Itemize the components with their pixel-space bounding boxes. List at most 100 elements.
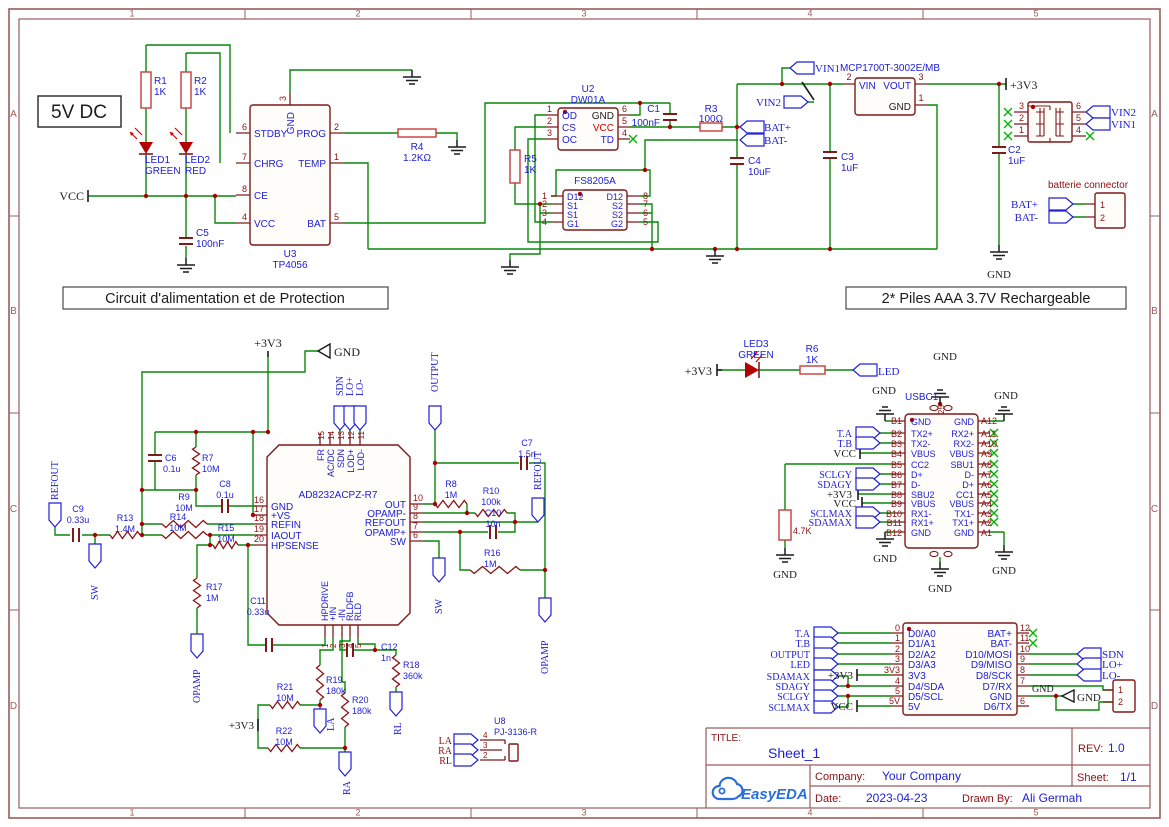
r22-ref[interactable]: R22 [276,726,293,736]
u3-pin-vcc[interactable]: VCC [254,219,275,230]
fs-pin-s2b[interactable]: S2 [612,210,623,220]
c4-ref[interactable]: C4 [748,156,761,167]
mcu-d5[interactable]: D5/SCL [908,692,943,703]
c8-ref[interactable]: C8 [219,479,231,489]
flag-led[interactable] [852,363,878,377]
gnd-mcu-arrow[interactable]: GND [1077,692,1101,704]
led3-symbol[interactable] [745,362,759,378]
r3-ref[interactable]: R3 [705,104,718,115]
u3-pin-temp[interactable]: TEMP [298,159,326,170]
net-sdamax-mcu[interactable]: SDAMAX [767,672,811,683]
wires-ecg[interactable] [54,350,546,752]
gnd-mcu-stub[interactable]: GND [1032,684,1054,695]
mcu-3v3[interactable]: 3V3 [908,671,926,682]
usb-nr6[interactable]: D- [965,470,975,480]
u8-pin4[interactable]: 4 [483,731,488,740]
gnd-arrow-mcu[interactable] [1060,688,1075,704]
u3-pin8[interactable]: 8 [242,184,247,194]
usb-nl9[interactable]: VBUS [911,499,936,509]
u5-pin-sdn[interactable]: SDN [336,449,346,468]
u5-pin19[interactable]: 19 [254,524,264,534]
fs-pin2[interactable]: 2 [542,199,547,209]
usb-pin25[interactable]: 25 [937,405,946,414]
gnd-c2[interactable]: GND [987,269,1011,281]
net-ra-jack[interactable]: RA [438,746,453,757]
c7-value[interactable]: 1.5n [518,449,536,459]
u5-pin-sw[interactable]: SW [390,537,407,548]
u5-pin13[interactable]: 13 [337,430,346,439]
net-3v3-usb[interactable]: +3V3 [827,489,853,501]
u5-pin-hpsense[interactable]: HPSENSE [271,541,319,552]
u2-pin-od[interactable]: OD [562,111,577,122]
u5-pin16[interactable]: 16 [254,495,264,505]
fs-pin-g2[interactable]: G2 [611,219,623,229]
fs-pin1[interactable]: 1 [542,191,547,201]
r2-body[interactable] [180,71,192,109]
sheet-title[interactable]: Sheet_1 [768,745,820,761]
led3-value[interactable]: GREEN [738,350,774,361]
mcu-pn8[interactable]: 8 [1020,665,1025,675]
net-la-jack[interactable]: LA [439,736,453,747]
r8-ref[interactable]: R8 [445,479,457,489]
fs-pin4[interactable]: 4 [542,217,547,227]
u5-pin14[interactable]: 14 [327,430,336,439]
cn1-pin1[interactable]: 1 [1100,200,1105,210]
q-pin3[interactable]: 3 [1019,101,1024,111]
usb-nr5[interactable]: SBU1 [950,460,974,470]
net-vin1-r[interactable]: VIN1 [1111,119,1136,131]
flag-output[interactable] [428,405,442,431]
banner-battery-text[interactable]: 2* Piles AAA 3.7V Rechargeable [882,291,1091,307]
usb-pa6[interactable]: A6 [981,480,992,490]
gnd-symbol[interactable] [990,245,1008,260]
u3-value[interactable]: TP4056 [272,260,307,271]
net-opamp-l[interactable]: OPAMP [192,669,203,703]
gnd-usb-b12[interactable]: GND [873,553,897,565]
net-vin2[interactable]: VIN2 [756,97,781,109]
mcu-d9[interactable]: D9/MISO [971,660,1012,671]
r9-value[interactable]: 10M [175,503,193,513]
chip-bodies[interactable] [249,77,1136,762]
c1-value[interactable]: 100nF [632,118,660,129]
u3-pin3[interactable]: 3 [278,96,288,101]
led1-ref[interactable]: LED1 [145,155,170,166]
r8-value[interactable]: 1M [445,490,458,500]
flag-vin1-q[interactable] [1085,117,1111,131]
gnd-symbol[interactable] [776,548,794,563]
u5-pin-refout[interactable]: REFOUT [365,518,406,529]
usb-nl5[interactable]: CC2 [911,460,929,470]
u8-value[interactable]: PJ-3136-R [494,727,538,737]
net-ta-usb[interactable]: T.A [837,429,853,440]
c9-ref[interactable]: C9 [72,504,84,514]
usb-nl8[interactable]: SBU2 [911,490,935,500]
label-5v-dc[interactable]: 5V DC [51,102,107,123]
r15-zigzag-body[interactable] [212,540,239,550]
resistor-rect-bodies[interactable] [140,71,826,541]
usb-pb1[interactable]: B1 [891,416,902,426]
r3-body[interactable] [699,122,723,132]
u5-pin-vs[interactable]: +VS [271,511,291,522]
net-vin1[interactable]: VIN1 [815,63,840,75]
r1-ref[interactable]: R1 [154,76,167,87]
net-ra[interactable]: RA [342,780,353,795]
gnd-usb-shield-bot[interactable]: GND [928,583,952,595]
r4-body[interactable] [397,128,437,138]
fs-pin-s1a[interactable]: S1 [567,201,578,211]
u2-dw01a-body[interactable] [557,107,619,151]
mcu-gnd[interactable]: GND [990,692,1012,703]
r15-value[interactable]: 10M [217,534,235,544]
usb-pb4[interactable]: B4 [891,449,902,459]
r14-ref[interactable]: R14 [170,512,187,522]
u3-pin2[interactable]: 2 [334,122,339,132]
net-batp-conn[interactable]: BAT+ [1011,199,1038,211]
net-vcc-mcu[interactable]: VCC [830,701,853,713]
flag-vin2-q[interactable] [1085,105,1111,119]
flag-la[interactable] [313,708,327,734]
flag-tb-mcu[interactable] [813,636,839,650]
c5-value[interactable]: 100nF [196,239,224,250]
c6-value[interactable]: 0.1u [163,464,181,474]
net-sdamax-usb[interactable]: SDAMAX [809,518,853,529]
u5-pin-inm[interactable]: -IN [337,609,347,621]
mcu-pn11[interactable]: 11 [1020,633,1029,643]
u5-pin-rldfb[interactable]: RLDFB [345,591,355,621]
u2-pin-gnd[interactable]: GND [592,111,614,122]
